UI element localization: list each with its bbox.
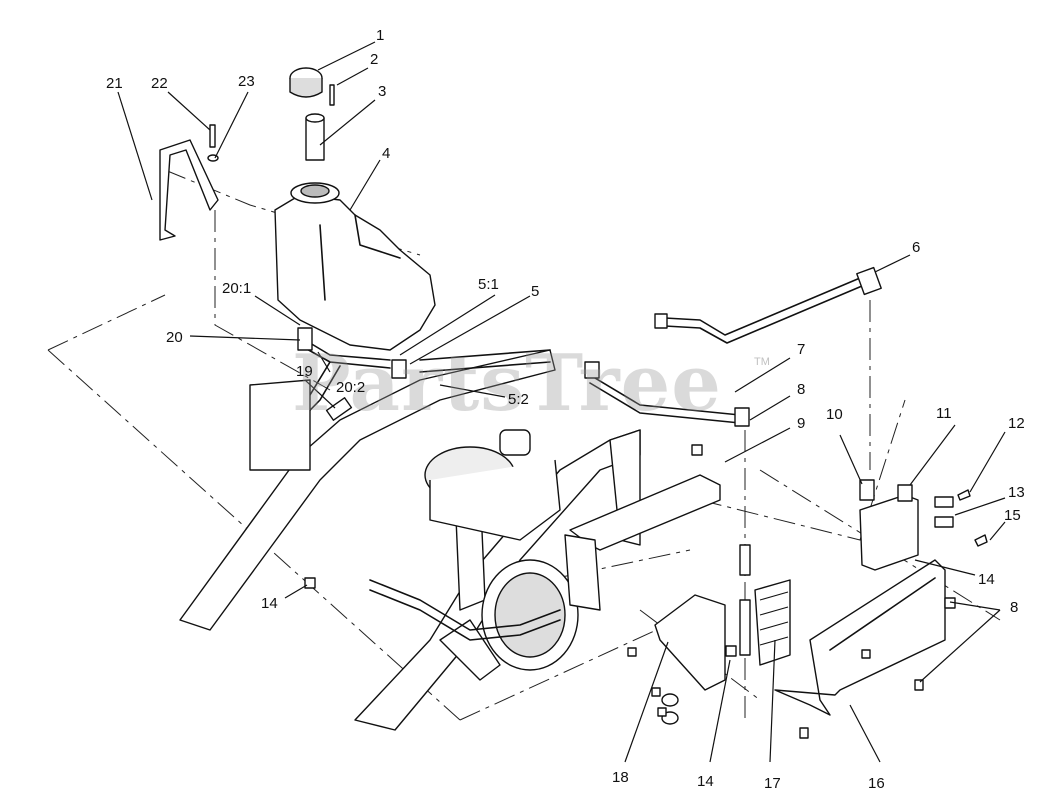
- callout-16: 16: [868, 775, 885, 792]
- engine: [369, 429, 579, 681]
- callout-13: 13: [1008, 484, 1025, 501]
- callout-17: 17: [764, 775, 781, 792]
- callout-11: 11: [936, 405, 952, 422]
- clamps-12-13-15: [934, 489, 988, 547]
- callout-8-right: 8: [1010, 599, 1019, 616]
- callout-3: 3: [378, 83, 387, 100]
- bracket-21: [159, 139, 219, 241]
- callout-15: 15: [1004, 507, 1021, 524]
- mounting-plate-18: [654, 594, 726, 725]
- callout-22: 22: [151, 75, 168, 92]
- callout-2: 2: [370, 51, 379, 68]
- callout-20-1: 20:1: [222, 280, 252, 297]
- watermark-trademark: TM: [754, 356, 770, 368]
- callout-4: 4: [382, 145, 391, 162]
- callout-23: 23: [238, 73, 255, 90]
- fuel-hose-6: [654, 266, 882, 344]
- fuel-tank-4: [274, 182, 436, 351]
- bracket-11: [859, 479, 919, 571]
- callout-8-top: 8: [797, 381, 806, 398]
- shield-16: [774, 559, 946, 716]
- callout-20: 20: [166, 329, 183, 346]
- callout-9: 9: [797, 415, 806, 432]
- callout-6: 6: [912, 239, 921, 256]
- callout-5-2: 5:2: [508, 391, 529, 408]
- oil-cooler-17: [739, 544, 791, 666]
- callout-20-2: 20:2: [336, 379, 366, 396]
- callout-5: 5: [531, 283, 540, 300]
- fuel-cap-1: [289, 67, 323, 98]
- callout-1: 1: [376, 27, 385, 44]
- fuel-hose-7: [584, 361, 750, 427]
- callout-14-right: 14: [978, 571, 995, 588]
- callout-21: 21: [106, 75, 123, 92]
- filler-neck-3: [305, 113, 325, 161]
- callout-19: 19: [296, 363, 313, 380]
- callout-18: 18: [612, 769, 629, 786]
- callout-10: 10: [826, 406, 843, 423]
- callout-14-bottom: 14: [697, 773, 714, 790]
- hardware-bolts: [304, 444, 956, 739]
- bracket-9: [564, 474, 721, 611]
- watermark-text: PartsTree: [292, 338, 722, 429]
- callout-14-left: 14: [261, 595, 278, 612]
- callout-7: 7: [797, 341, 806, 358]
- fitting-5: [391, 359, 407, 379]
- callout-12: 12: [1008, 415, 1025, 432]
- screw-2: [329, 84, 335, 106]
- callout-5-1: 5:1: [478, 276, 499, 293]
- callout-leader-lines: [117, 41, 1006, 763]
